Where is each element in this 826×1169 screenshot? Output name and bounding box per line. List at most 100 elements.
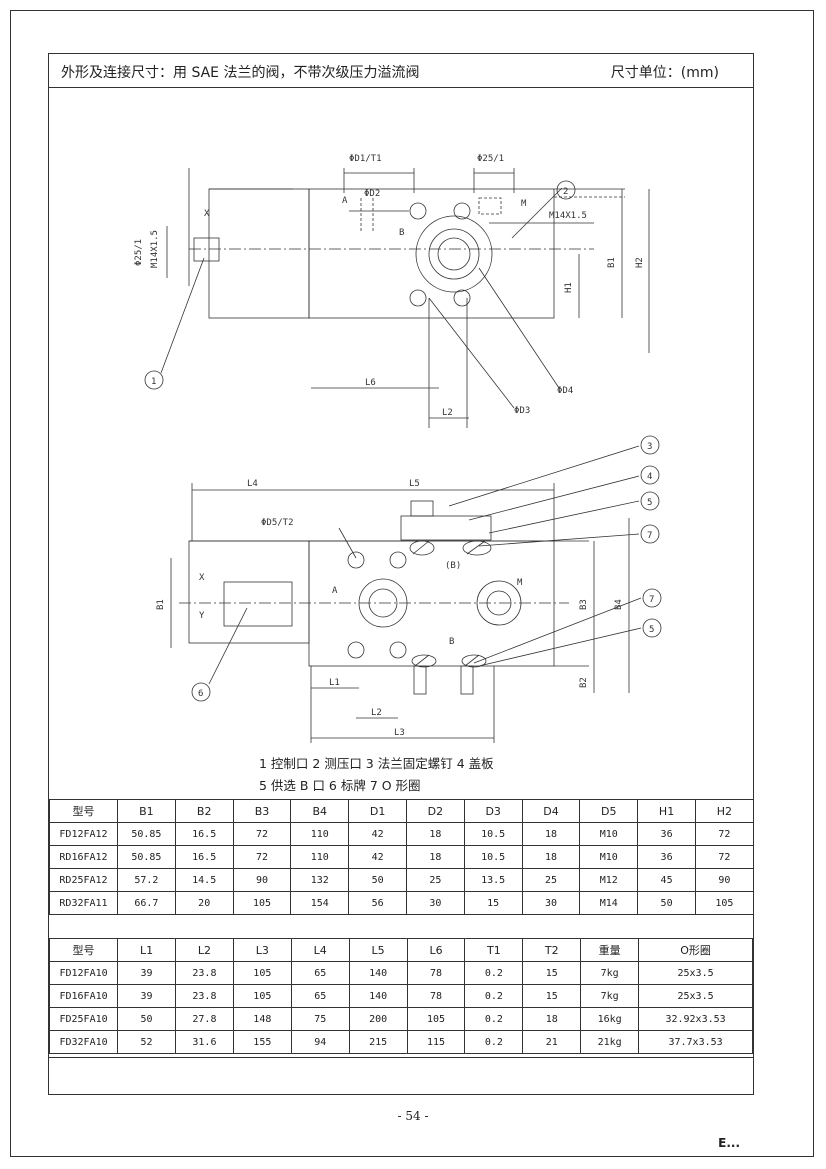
table-cell: 50 [348, 868, 407, 892]
label-b-front: B [449, 637, 454, 647]
label-thread: M14X1.5 [549, 211, 587, 221]
table-cell: 154 [290, 891, 350, 915]
table-row: RD16FA12 50.85 16.5 72 110 42 18 10.5 18… [49, 845, 754, 869]
table-header-cell: D2 [405, 799, 465, 823]
table-cell: 65 [290, 984, 350, 1008]
table-cell: 25x3.5 [638, 984, 753, 1008]
bolt-hole-br [453, 289, 471, 307]
table-row: RD25FA12 57.2 14.5 90 132 50 25 13.5 25 … [49, 868, 754, 892]
label-b4: B4 [614, 599, 624, 610]
leader-c7b [473, 597, 642, 664]
table-cell: FD25FA10 [48, 1007, 119, 1031]
table-cell: 7kg [580, 984, 640, 1008]
leader-c5a [488, 500, 640, 534]
table-cell: 25 [405, 868, 465, 892]
port-a-inner [368, 588, 398, 618]
cover-plate [400, 515, 492, 541]
table-cell: FD12FA10 [48, 961, 119, 985]
label-l4: L4 [247, 479, 258, 489]
table-header-cell: H1 [637, 799, 696, 823]
table-header-cell: D3 [463, 799, 523, 823]
table-cell: M10 [579, 822, 639, 846]
callout-2: 2 [563, 187, 568, 197]
page-border [10, 10, 814, 1157]
table-cell: 18 [521, 822, 581, 846]
table-cell: 50.85 [117, 845, 176, 869]
table-cell: 30 [405, 891, 465, 915]
leader-c4 [468, 475, 640, 521]
table-header-cell: 重量 [580, 938, 640, 962]
top-body-outline [308, 188, 555, 319]
table-cell: 115 [406, 1030, 466, 1054]
table-cell: 50 [637, 891, 696, 915]
label-a-front: A [332, 586, 338, 596]
table-cell: 27.8 [175, 1007, 234, 1031]
callout-7b: 7 [649, 595, 654, 605]
table-cell: RD16FA12 [49, 845, 118, 869]
table-header-cell: L6 [406, 938, 466, 962]
label-phi25-side: Φ25/1 [134, 239, 144, 266]
table-header-cell: T1 [464, 938, 524, 962]
table-cell: 21 [522, 1030, 582, 1054]
front-bolt-bl [347, 641, 365, 659]
table-cell: 72 [694, 845, 754, 869]
table-cell: 45 [637, 868, 696, 892]
table-header-cell: 型号 [49, 799, 118, 823]
table-header-cell: T2 [522, 938, 582, 962]
table-cell: 105 [232, 891, 292, 915]
o-ring-bottom-left [411, 654, 437, 668]
page-title: 外形及连接尺寸：用 SAE 法兰的阀，不带次级压力溢流阀 [61, 65, 420, 81]
table-cell: 0.2 [464, 1030, 524, 1054]
table-cell: 20 [174, 891, 234, 915]
table-cell: M12 [579, 868, 639, 892]
callout-3-circle [640, 435, 660, 455]
legend-line-1: 1 控制口 2 测压口 3 法兰固定螺钉 4 盖板 [259, 756, 494, 771]
table-cell: 18 [405, 822, 465, 846]
table-cell: 14.5 [174, 868, 234, 892]
label-y-front: Y [199, 611, 205, 621]
table-cell: 140 [348, 961, 408, 985]
top-view-text: ΦD1/T1 ΦD2 Φ25/1 M14X1.5 M14X1.5 Φ25/1 X… [134, 154, 645, 418]
leader-d3 [428, 297, 515, 409]
bolt-hole-bl [409, 289, 427, 307]
label-phi25: Φ25/1 [477, 154, 504, 164]
table-header-cell: L2 [175, 938, 234, 962]
leader-d4 [478, 267, 560, 389]
table-cell: FD16FA10 [48, 984, 119, 1008]
table-header-cell: B2 [174, 799, 234, 823]
table-cell: 200 [348, 1007, 408, 1031]
label-b1-top: B1 [607, 257, 617, 268]
table-cell: 57.2 [117, 868, 176, 892]
table-cell: 16.5 [174, 845, 234, 869]
bolt-hole-tl [409, 202, 427, 220]
hatch-2 [466, 540, 486, 555]
top-view [144, 168, 650, 428]
leader-c6 [208, 607, 248, 685]
table-cell: 78 [406, 961, 466, 985]
table-header-row: 型号 B1 B2 B3 B4 D1 D2 D3 D4 D5 H1 H2 [49, 799, 754, 823]
o-ring-bottom-right [461, 654, 487, 668]
label-l3: L3 [394, 728, 405, 738]
table-cell: 72 [232, 845, 292, 869]
label-x-top: X [204, 209, 210, 219]
table-cell: 15 [522, 984, 582, 1008]
callout-7a-circle [640, 524, 660, 544]
table-header-cell: H2 [694, 799, 754, 823]
table-cell: 21kg [580, 1030, 640, 1054]
table-cell: 66.7 [117, 891, 176, 915]
table-header-row: 型号 L1 L2 L3 L4 L5 L6 T1 T2 重量 O形圈 [48, 938, 753, 962]
port-m-hidden [478, 197, 502, 215]
header-bar: 外形及连接尺寸：用 SAE 法兰的阀，不带次级压力溢流阀 尺寸单位：(mm) [49, 54, 753, 88]
front-bolt-tl [347, 551, 365, 569]
label-l2-top: L2 [442, 408, 453, 418]
table-cell: 78 [406, 984, 466, 1008]
leader-c5b [478, 627, 642, 667]
table-header-cell: L5 [348, 938, 408, 962]
table-row: FD25FA10 50 27.8 148 75 200 105 0.2 18 1… [48, 1007, 753, 1031]
label-d3: ΦD3 [514, 406, 530, 416]
callout-5a: 5 [647, 498, 652, 508]
table-cell: 10.5 [463, 845, 523, 869]
table-cell: 140 [348, 984, 408, 1008]
table-row: RD32FA11 66.7 20 105 154 56 30 15 30 M14… [49, 891, 754, 915]
bolt-hole-tr [453, 202, 471, 220]
